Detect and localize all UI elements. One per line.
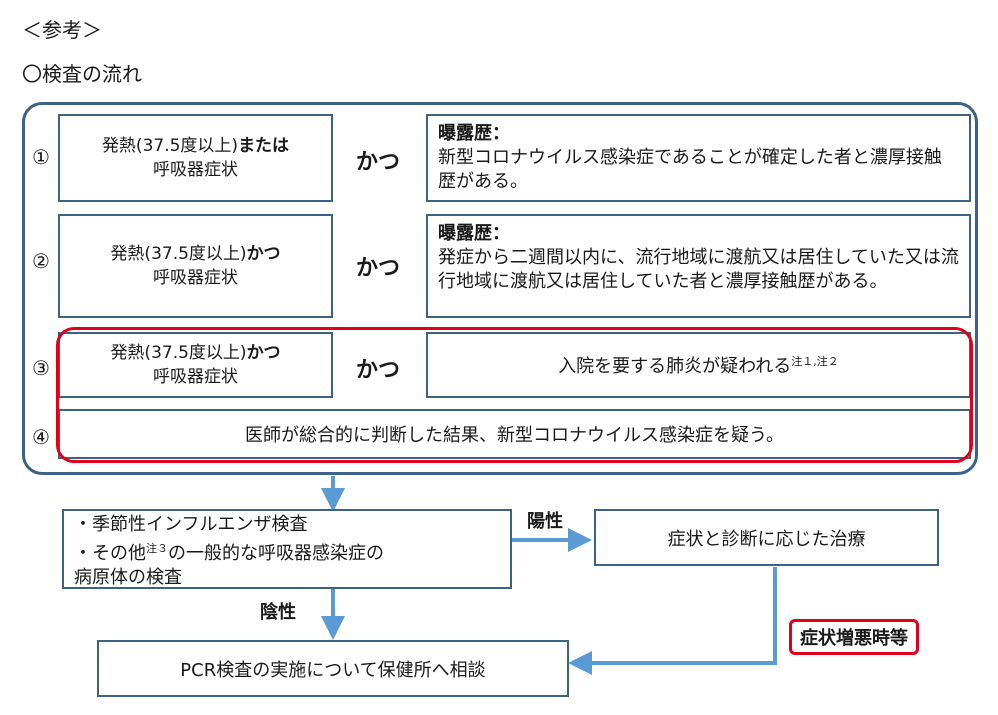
row-1-symptom-conj: または — [238, 136, 290, 156]
test-line-1: ・季節性インフルエンザ検査 — [74, 514, 308, 535]
row-2-number: ② — [32, 249, 50, 273]
row-2-exposure-box: 曝露歴： 発症から二週間以内に、流行地域に渡航又は居住していた又は流行地域に渡航… — [426, 214, 971, 318]
test-line-2-a: ・その他 — [74, 543, 146, 564]
row-1-exposure-title: 曝露歴： — [438, 123, 510, 144]
row-2-symptom-b: 呼吸器症状 — [153, 268, 238, 288]
pcr-consult-box: PCR検査の実施について保健所へ相談 — [97, 640, 569, 697]
treatment-text: 症状と診断に応じた治療 — [667, 528, 866, 550]
highlight-frame — [56, 327, 973, 463]
row-3-number: ③ — [32, 356, 50, 380]
row-3-condition-text: 入院を要する肺炎が疑われる — [558, 356, 792, 377]
row-3-symptom-a: 発熱(37.5度以上) — [110, 343, 247, 363]
test-line-2-b: の一般的な呼吸器感染症の — [168, 543, 384, 564]
criteria-frame — [22, 102, 978, 475]
row-1-symptom-box: 発熱(37.5度以上)または 呼吸器症状 — [58, 114, 333, 202]
reference-label: ＜参考＞ — [22, 18, 102, 42]
positive-label: 陽性 — [527, 511, 563, 532]
row-2-symptom-box: 発熱(37.5度以上)かつ 呼吸器症状 — [58, 214, 333, 318]
row-1-exposure-text: 新型コロナウイルス感染症であることが確定した者と濃厚接触歴がある。 — [438, 147, 942, 192]
test-line-2-note: 注３ — [146, 542, 168, 555]
arrow-treatment-to-pcr — [568, 567, 777, 675]
row-1-katsu: かつ — [355, 150, 400, 175]
row-4-physician-text: 医師が総合的に判断した結果、新型コロナウイルス感染症を疑う。 — [245, 425, 784, 446]
row-2-katsu: かつ — [355, 256, 400, 281]
row-1-symptom-a: 発熱(37.5度以上) — [101, 136, 239, 156]
flow-title: 〇検査の流れ — [22, 62, 142, 86]
row-1-exposure-box: 曝露歴： 新型コロナウイルス感染症であることが確定した者と濃厚接触歴がある。 — [426, 114, 971, 202]
row-1-number: ① — [32, 145, 50, 169]
row-3-condition-note: 注１,注２ — [791, 355, 839, 368]
row-2-exposure-title: 曝露歴： — [438, 223, 510, 244]
worsening-label: 症状増悪時等 — [789, 619, 919, 655]
row-4-number: ④ — [32, 425, 50, 449]
row-3-katsu: かつ — [355, 358, 400, 383]
row-3-symptom-conj: かつ — [246, 343, 281, 363]
row-1-symptom-b: 呼吸器症状 — [153, 160, 238, 180]
row-2-symptom-conj: かつ — [246, 244, 281, 264]
pcr-consult-text: PCR検査の実施について保健所へ相談 — [180, 659, 486, 681]
row-4-physician-box: 医師が総合的に判断した結果、新型コロナウイルス感染症を疑う。 — [58, 409, 971, 459]
row-3-symptom-box: 発熱(37.5度以上)かつ 呼吸器症状 — [58, 332, 333, 398]
row-3-condition-box: 入院を要する肺炎が疑われる注１,注２ — [426, 332, 971, 398]
row-2-symptom-a: 発熱(37.5度以上) — [110, 244, 247, 264]
row-3-symptom-b: 呼吸器症状 — [153, 367, 238, 387]
negative-label: 陰性 — [260, 602, 296, 623]
row-2-exposure-text: 発症から二週間以内に、流行地域に渡航又は居住していた又は流行地域に渡航又は居住し… — [438, 247, 959, 292]
test-line-3: 病原体の検査 — [74, 567, 182, 588]
treatment-box: 症状と診断に応じた治療 — [594, 509, 939, 566]
influenza-test-box: ・季節性インフルエンザ検査 ・その他注３の一般的な呼吸器感染症の 病原体の検査 — [62, 509, 512, 589]
